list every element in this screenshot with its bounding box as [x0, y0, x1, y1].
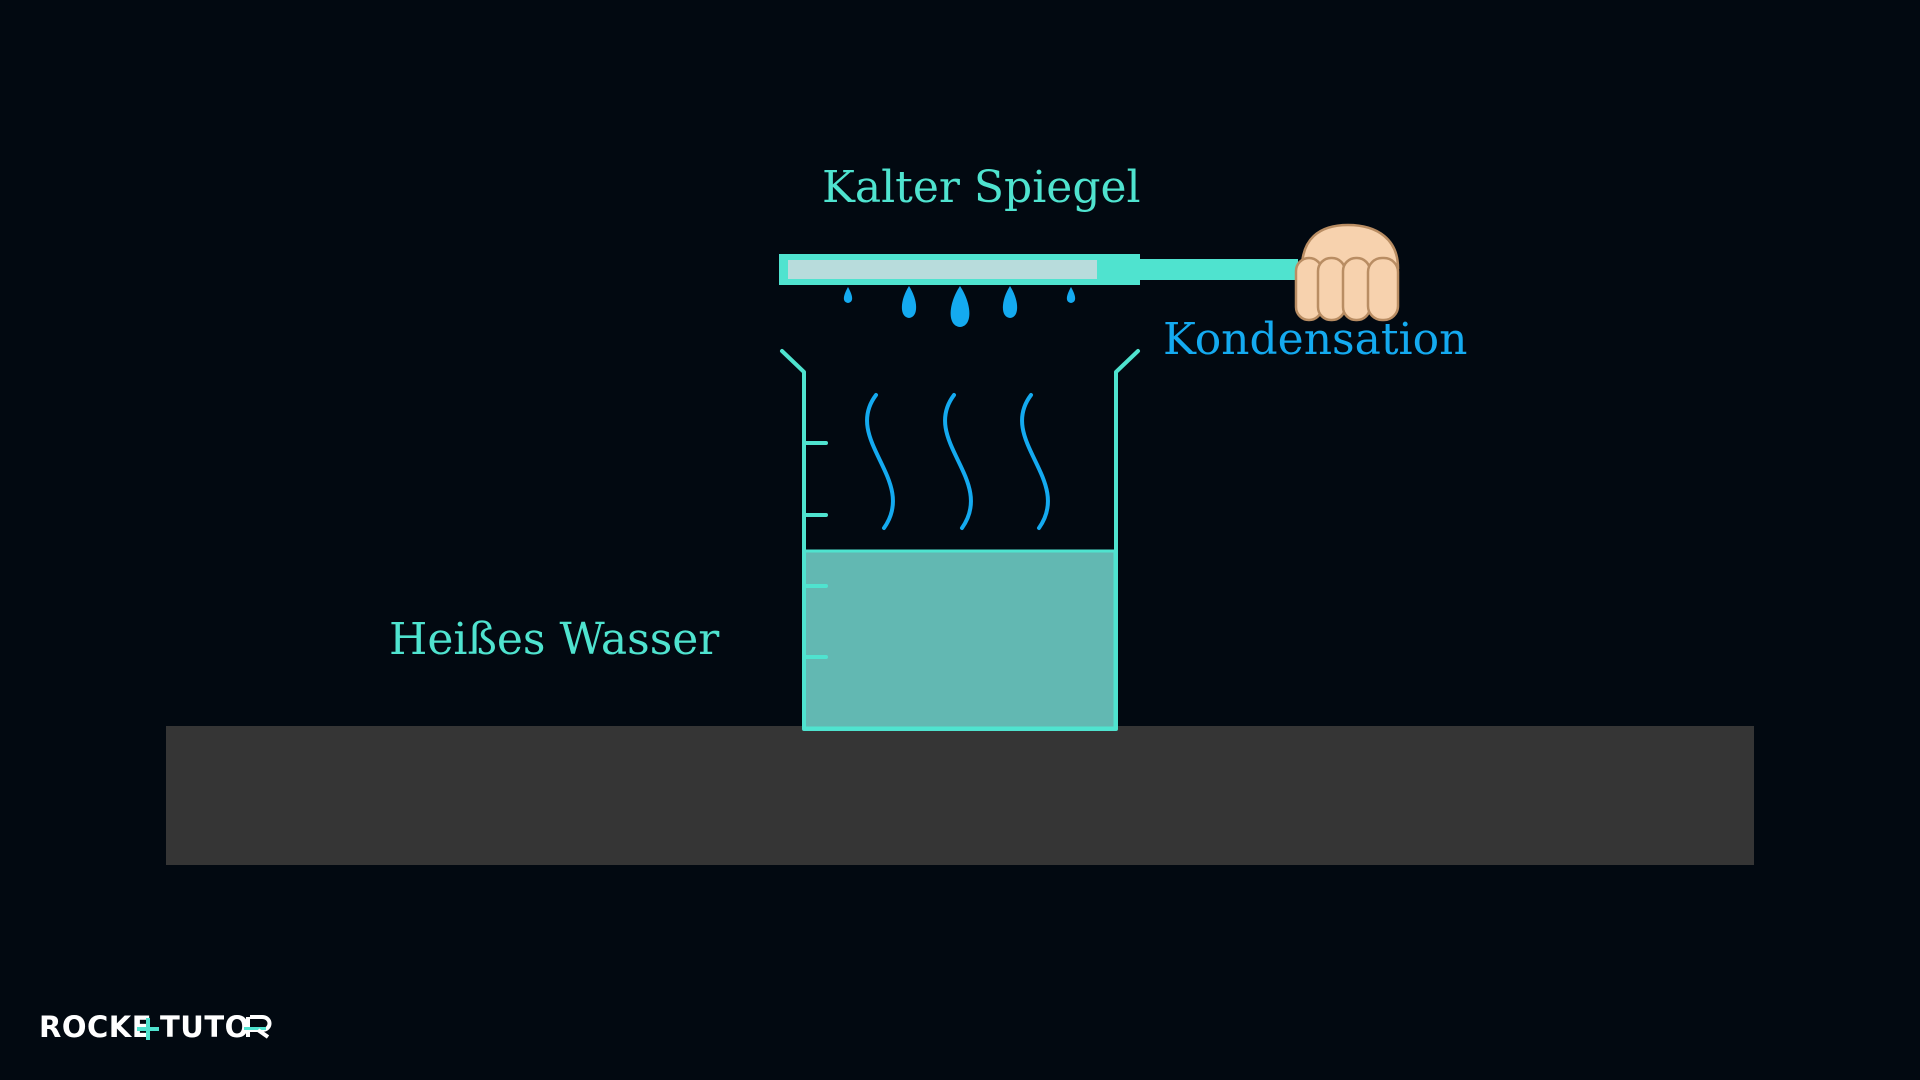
- steam-wave-icon: [1020, 393, 1050, 530]
- mirror-icon: [779, 254, 1140, 285]
- rocket-tutor-logo: ROCKE TUTO: [39, 1010, 272, 1044]
- water-droplet-icon: [843, 287, 853, 303]
- logo-text-part1: ROCKE: [39, 1010, 152, 1044]
- condensation-label: Kondensation: [1163, 314, 1467, 365]
- table-surface: [166, 726, 1754, 865]
- water-droplet-icon: [901, 286, 917, 318]
- mirror-label: Kalter Spiegel: [822, 162, 1141, 213]
- hand-icon: [1294, 223, 1400, 322]
- water-droplet-icon: [1066, 287, 1076, 303]
- water-label: Heißes Wasser: [389, 614, 720, 665]
- mirror-handle: [1138, 259, 1298, 280]
- beaker-icon: [780, 349, 1140, 731]
- hot-water: [802, 549, 1117, 730]
- condensation-droplets: [843, 286, 1076, 327]
- logo-r-icon: [244, 1015, 272, 1039]
- steam-wave-icon: [865, 393, 895, 530]
- plus-icon: [137, 1018, 159, 1040]
- steam-wave-icon: [943, 393, 973, 530]
- water-droplet-icon: [1002, 286, 1018, 318]
- steam: [865, 393, 1050, 530]
- water-droplet-icon: [950, 286, 970, 327]
- logo-text-part2: TUTO: [160, 1010, 250, 1044]
